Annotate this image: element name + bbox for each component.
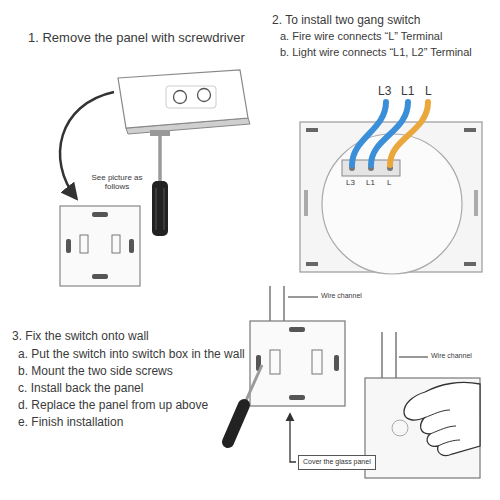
glass-panel [365, 378, 480, 478]
touch-button [198, 89, 211, 102]
clip-slot [92, 274, 108, 279]
step-heading: 1. Remove the panel with screwdriver [28, 30, 245, 46]
wire-channel [283, 286, 284, 321]
screwdriver-shaft [158, 136, 162, 182]
finger-line [424, 410, 460, 446]
clip-slot [306, 128, 318, 132]
wire-channel [269, 286, 270, 321]
instruction-text: e. Finish installation [18, 415, 123, 429]
clip-slot [464, 262, 476, 266]
side-rail [304, 190, 308, 216]
switch-base [250, 321, 345, 406]
clip-slot [66, 239, 71, 253]
terminal-label: L3 [346, 178, 355, 188]
leader-line [399, 357, 428, 358]
instruction-text: c. Install back the panel [18, 381, 143, 395]
step-heading: 2. To install two gang switch [272, 13, 421, 27]
cover-arrow [290, 414, 296, 462]
touch-area [166, 86, 216, 108]
wire-channel [381, 332, 382, 378]
step-heading: 3. Fix the switch onto wall [12, 329, 149, 343]
touch-button [174, 91, 187, 104]
side-rail [474, 190, 478, 216]
instruction-text: d. Replace the panel from up above [18, 398, 208, 412]
note-text: See picture as follows [88, 173, 146, 191]
screwdriver-handle [152, 181, 168, 236]
instruction-text: b. Mount the two side screws [18, 364, 173, 378]
clip-slot [289, 395, 305, 400]
wire-label: L [425, 84, 432, 98]
handle-ridge [164, 188, 165, 230]
clip-slot [464, 128, 476, 132]
fire-wire [390, 102, 428, 165]
callout-box: Cover the glass panel [298, 455, 376, 470]
hand [404, 382, 480, 455]
touch-button [392, 420, 408, 436]
switch-module [112, 235, 120, 253]
instruction-text: a. Put the switch into switch box in the… [18, 347, 245, 361]
clip-slot [129, 239, 134, 253]
switch-module [312, 350, 322, 374]
clip-slot [289, 327, 305, 332]
switch-module [270, 350, 280, 374]
terminal-label: L1 [366, 178, 375, 188]
panel-tab [150, 130, 170, 136]
leader-line [288, 297, 318, 298]
wire-channel [395, 332, 396, 378]
callout-label: Wire channel [431, 352, 472, 360]
screwdriver-handle [228, 405, 244, 442]
clip-slot [306, 262, 318, 266]
callout-label: Wire channel [321, 292, 362, 300]
wire-label: L1 [401, 84, 414, 98]
handle-ridge [156, 188, 157, 230]
curved-arrow [60, 92, 114, 198]
light-wire [352, 102, 386, 165]
clip-slot [92, 212, 108, 217]
glass-panel [118, 70, 248, 128]
instruction-text: a. Fire wire connects “L” Terminal [280, 30, 442, 43]
screwdriver-shaft [244, 365, 262, 405]
switch-base [60, 206, 140, 286]
wire-label: L3 [378, 84, 391, 98]
clip-slot [334, 355, 339, 371]
switch-module [80, 235, 88, 253]
callout-text: Cover the glass panel [303, 458, 371, 466]
terminal-label: L [387, 178, 391, 188]
instruction-text: b. Light wire connects “L1, L2” Terminal [280, 46, 472, 59]
